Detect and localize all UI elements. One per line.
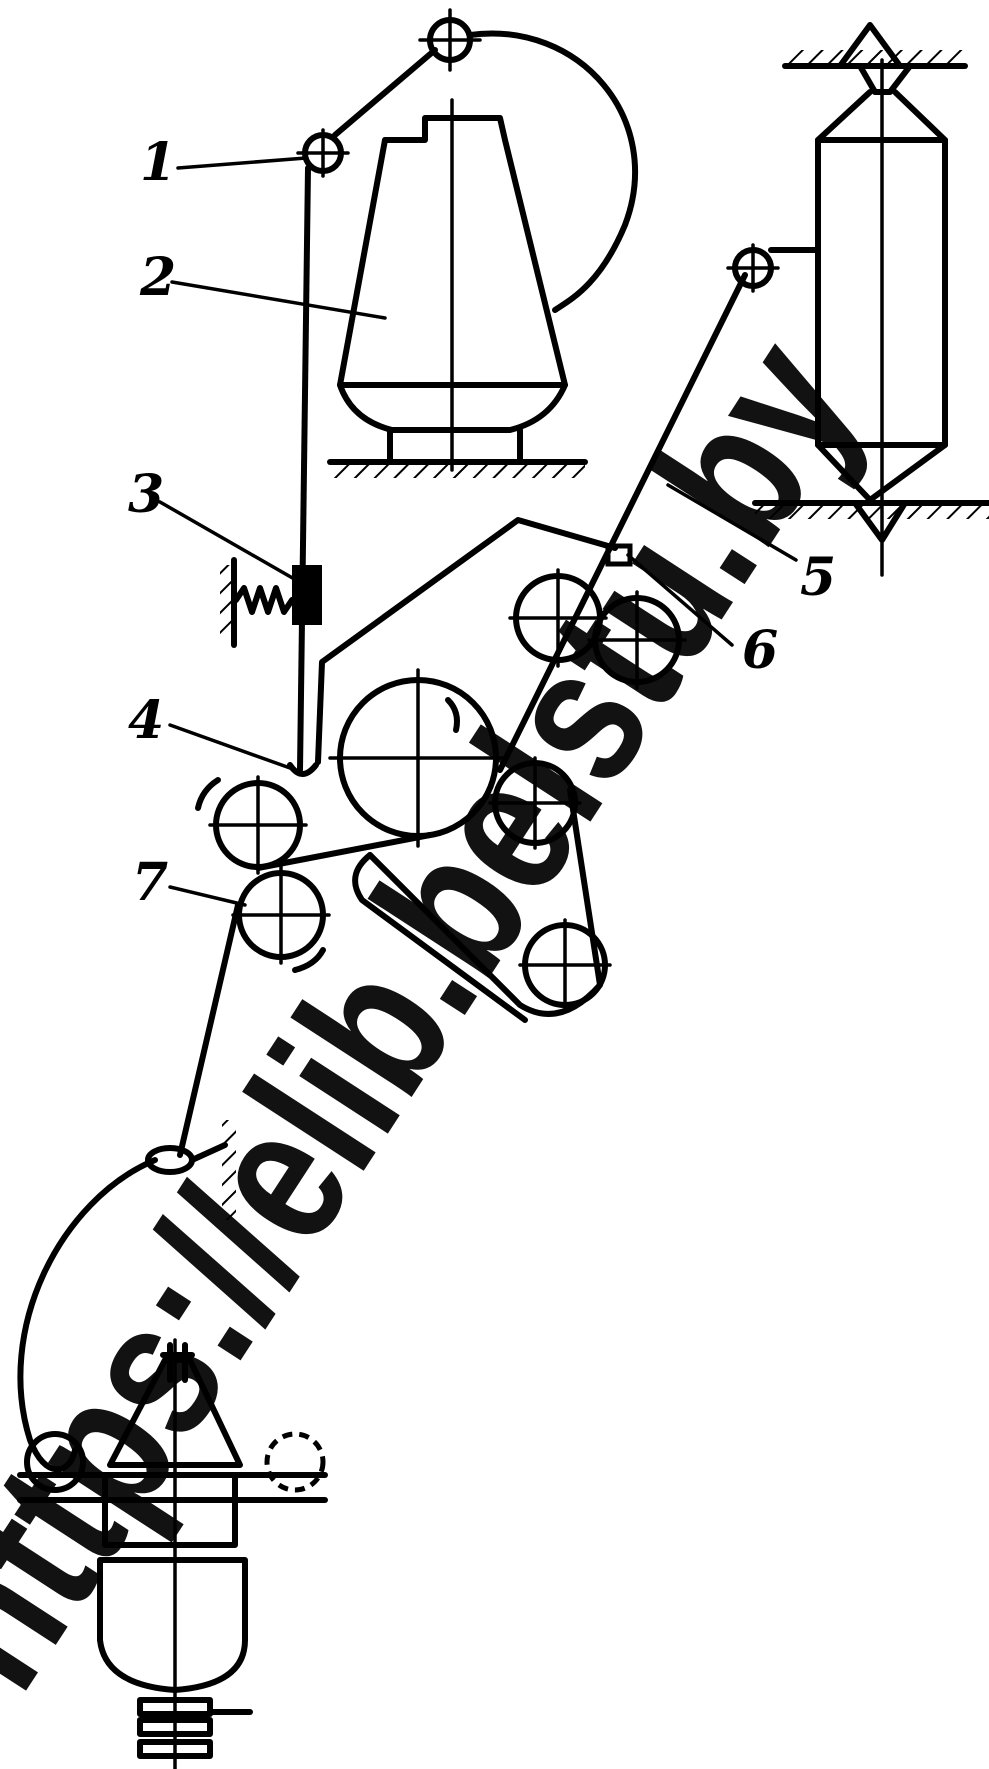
callout-4: 4	[128, 690, 164, 751]
top-guide-pulley	[418, 8, 482, 72]
swing-arm	[315, 517, 618, 765]
leader-lines	[158, 156, 798, 907]
tensioner-3	[220, 557, 322, 648]
cone-package-2	[327, 98, 588, 478]
yarn-guide-1	[296, 128, 350, 178]
callout-6: 6	[742, 620, 778, 681]
balloon-lower	[17, 1157, 158, 1473]
take-up-spool	[752, 22, 989, 577]
yarn-top-left	[332, 47, 438, 138]
left-roller-upper	[195, 775, 308, 875]
balloon-arc	[467, 30, 638, 313]
lower-pulley	[518, 918, 612, 1012]
callout-2: 2	[139, 247, 176, 308]
yarn-vertical	[297, 165, 311, 773]
take-up-guide	[726, 243, 821, 293]
callout-3: 3	[128, 464, 164, 525]
yarn-to-take-up	[497, 272, 748, 773]
guide-4	[287, 762, 319, 777]
feed-roller-pair	[508, 568, 687, 690]
callout-1: 1	[140, 132, 176, 193]
callout-5: 5	[800, 547, 836, 608]
yarn-to-ring	[177, 902, 241, 1158]
ring-spindle	[17, 1338, 328, 1769]
roller-7	[231, 865, 331, 973]
callout-7: 7	[132, 852, 168, 913]
yarn-across	[255, 832, 433, 871]
